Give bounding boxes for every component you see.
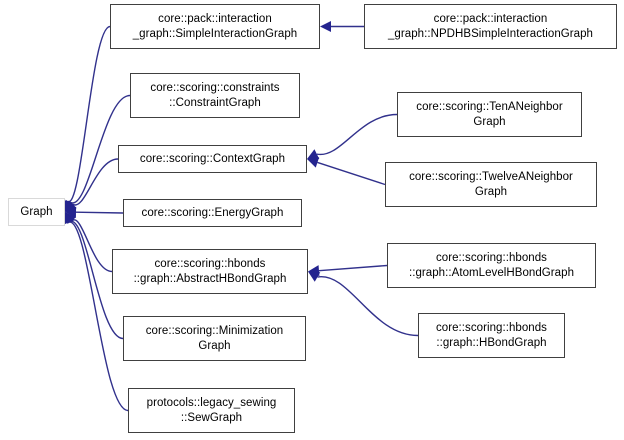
node-label-atom_level_hbond_graph: core::scoring::hbonds ::graph::AtomLevel… [408,251,575,279]
node-label-ten_a_neighbor_graph: core::scoring::TenANeighbor Graph [416,100,563,128]
edge-energy_graph-to-graph [65,206,124,218]
arrowhead [308,265,320,277]
node-label-abstract_hbond_graph: core::scoring::hbonds ::graph::AbstractH… [133,257,287,285]
node-label-twelve_a_neighbor_graph: core::scoring::TwelveANeighbor Graph [409,170,573,198]
node-label-energy_graph: core::scoring::EnergyGraph [141,206,284,219]
arrowhead [307,149,320,160]
node-sew_graph[interactable]: protocols::legacy_sewing ::SewGraph [128,388,295,433]
node-label-constraint_graph: core::scoring::constraints ::ConstraintG… [150,81,280,109]
arrowhead [64,212,75,225]
edge-abstract_hbond_graph-to-graph [65,212,113,273]
node-twelve_a_neighbor_graph[interactable]: core::scoring::TwelveANeighbor Graph [385,162,597,207]
node-label-hbond_graph: core::scoring::hbonds ::graph::HBondGrap… [435,321,547,349]
arrowhead [65,200,77,212]
edge-context_graph-to-graph [65,158,119,212]
arrowhead [307,157,320,168]
node-label-graph: Graph [20,205,53,218]
node-label-simple_interaction_graph: core::pack::interaction _graph::SimpleIn… [132,12,298,40]
node-label-context_graph: core::scoring::ContextGraph [139,152,286,165]
node-simple_interaction_graph[interactable]: core::pack::interaction _graph::SimpleIn… [110,4,320,49]
node-hbond_graph[interactable]: core::scoring::hbonds ::graph::HBondGrap… [418,313,565,358]
node-label-minimization_graph: core::scoring::Minimization Graph [145,324,284,352]
node-atom_level_hbond_graph[interactable]: core::scoring::hbonds ::graph::AtomLevel… [387,243,596,288]
node-label-npdhb_simple_interaction_graph: core::pack::interaction _graph::NPDHBSim… [387,12,593,40]
arrowhead [65,199,76,212]
arrowhead [308,271,321,282]
node-npdhb_simple_interaction_graph[interactable]: core::pack::interaction _graph::NPDHBSim… [364,4,617,49]
edge-atom_level_hbond_graph-to-abstract_hbond_graph [308,264,388,277]
edge-twelve_a_neighbor_graph-to-context_graph [307,157,386,186]
edge-ten_a_neighbor_graph-to-context_graph [307,113,398,160]
edge-simple_interaction_graph-to-graph [62,25,111,212]
node-constraint_graph[interactable]: core::scoring::constraints ::ConstraintG… [130,73,300,118]
arrowhead [65,212,77,225]
arrowhead [65,206,77,218]
node-minimization_graph[interactable]: core::scoring::Minimization Graph [123,316,306,361]
node-graph[interactable]: Graph [8,198,65,226]
node-context_graph[interactable]: core::scoring::ContextGraph [118,145,307,173]
node-label-sew_graph: protocols::legacy_sewing ::SewGraph [146,396,277,424]
edge-npdhb_simple_interaction_graph-to-simple_interaction_graph [320,21,364,32]
node-energy_graph[interactable]: core::scoring::EnergyGraph [123,199,302,227]
edge-sew_graph-to-graph [63,212,129,412]
node-ten_a_neighbor_graph[interactable]: core::scoring::TenANeighbor Graph [397,92,582,137]
node-abstract_hbond_graph[interactable]: core::scoring::hbonds ::graph::AbstractH… [112,249,308,294]
arrowhead [320,21,331,32]
